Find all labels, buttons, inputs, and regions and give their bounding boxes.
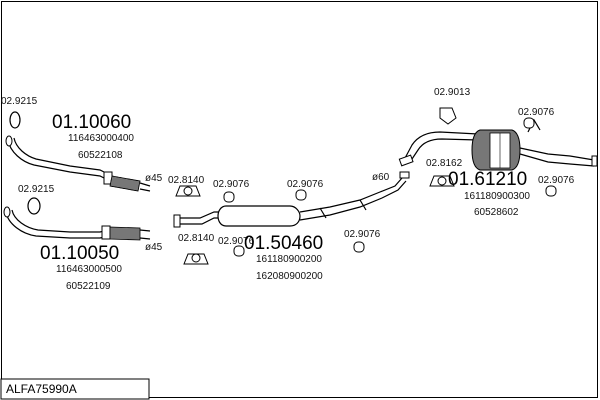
diameter-label-a: ø45 xyxy=(145,173,163,184)
mount-icon xyxy=(439,107,457,125)
gasket-icon-a xyxy=(9,111,21,129)
part-1-labels: 01.10060 116463000400 60522108 xyxy=(52,112,134,161)
fitting-label-gasket-a: 02.9215 xyxy=(1,96,38,107)
hanger-icon-d xyxy=(353,241,365,253)
diagram-id-label: ALFA75990A xyxy=(6,382,77,396)
part-number: 01.10050 xyxy=(40,243,119,264)
part-number: 01.10060 xyxy=(52,112,131,133)
clamp-icon-a xyxy=(175,185,201,197)
center-silencer xyxy=(173,171,410,228)
fitting-label-hanger-b: 02.9076 xyxy=(287,179,324,190)
part-ref-2: 60522108 xyxy=(78,150,123,161)
hanger-icon-a xyxy=(223,191,235,203)
hanger-icon-e xyxy=(523,117,535,129)
diameter-label-c: ø60 xyxy=(372,172,390,183)
fitting-label-hanger-f: 02.9076 xyxy=(538,175,575,186)
rear-silencer xyxy=(398,118,598,171)
fitting-label-hanger-c: 02.9076 xyxy=(218,236,255,247)
hanger-icon-b xyxy=(295,189,307,201)
part-ref-1: 116463000400 xyxy=(68,133,134,144)
part-4-labels: 01.61210 161180900300 60528602 xyxy=(448,169,530,218)
part-2-labels: 01.10050 116463000500 60522109 xyxy=(40,243,122,292)
fitting-label-clamp-a: 02.8140 xyxy=(168,175,205,186)
front-pipe-upper xyxy=(5,135,151,192)
front-pipe-lower xyxy=(3,206,151,241)
fitting-label-mount: 02.9013 xyxy=(434,87,471,98)
clamp-icon-b xyxy=(183,253,209,265)
part-ref-1: 161180900200 xyxy=(256,254,322,265)
diameter-label-b: ø45 xyxy=(145,242,163,253)
hanger-icon-f xyxy=(545,185,557,197)
part-ref-1: 161180900300 xyxy=(464,191,530,202)
part-number: 01.50460 xyxy=(244,233,323,254)
fitting-label-gasket-b: 02.9215 xyxy=(18,184,55,195)
fitting-label-hanger-a: 02.9076 xyxy=(213,179,250,190)
part-number: 01.61210 xyxy=(448,169,527,190)
gasket-icon-b xyxy=(27,197,41,215)
clamp-icon-c xyxy=(429,175,455,187)
hanger-icon-c xyxy=(233,245,245,257)
fitting-label-hanger-d: 02.9076 xyxy=(344,229,381,240)
fitting-label-clamp-c: 02.8162 xyxy=(426,158,463,169)
part-ref-1: 116463000500 xyxy=(56,264,122,275)
fitting-label-hanger-e: 02.9076 xyxy=(518,107,555,118)
part-ref-2: 60522109 xyxy=(66,281,111,292)
part-ref-2: 162080900200 xyxy=(256,271,323,282)
fitting-label-clamp-b: 02.8140 xyxy=(178,233,215,244)
id-box: ALFA75990A xyxy=(0,378,150,400)
part-ref-2: 60528602 xyxy=(474,207,519,218)
part-3-labels: 01.50460 161180900200 162080900200 xyxy=(244,233,323,282)
